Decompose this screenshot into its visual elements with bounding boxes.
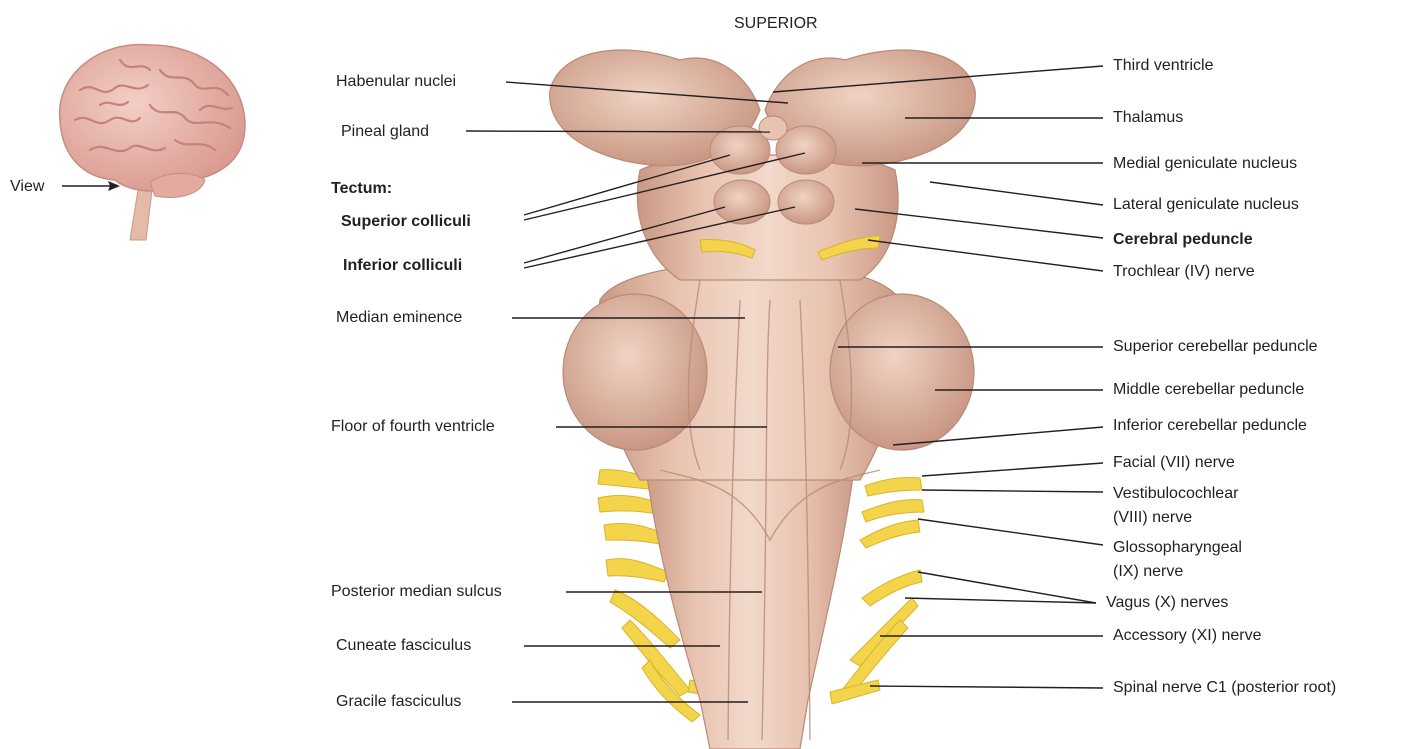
view-label: View: [10, 177, 44, 196]
label-lateral-geniculate: Lateral geniculate nucleus: [1113, 195, 1299, 214]
label-middle-cerebellar-peduncle: Middle cerebellar peduncle: [1113, 380, 1304, 399]
label-habenular-nuclei: Habenular nuclei: [336, 72, 456, 91]
label-medial-geniculate: Medial geniculate nucleus: [1113, 154, 1297, 173]
label-vestibulocochlear-line2: (VIII) nerve: [1113, 508, 1192, 527]
label-vagus-nerves: Vagus (X) nerves: [1106, 593, 1228, 612]
brain-thumbnail-icon: [60, 45, 245, 240]
label-pineal-gland: Pineal gland: [341, 122, 429, 141]
label-floor-fourth-ventricle: Floor of fourth ventricle: [331, 417, 495, 436]
view-arrow-icon: [62, 181, 120, 191]
label-facial-nerve: Facial (VII) nerve: [1113, 453, 1235, 472]
label-spinal-nerve-c1: Spinal nerve C1 (posterior root): [1113, 678, 1336, 697]
label-inferior-colliculi: Inferior colliculi: [343, 256, 462, 275]
label-trochlear-nerve: Trochlear (IV) nerve: [1113, 262, 1255, 281]
brainstem-illustration: [550, 50, 976, 749]
orientation-label: SUPERIOR: [734, 14, 818, 33]
label-gracile-fasciculus: Gracile fasciculus: [336, 692, 461, 711]
label-third-ventricle: Third ventricle: [1113, 56, 1213, 75]
label-superior-colliculi: Superior colliculi: [341, 212, 471, 231]
label-thalamus: Thalamus: [1113, 108, 1183, 127]
label-tectum: Tectum:: [331, 179, 392, 198]
label-glossopharyngeal-line2: (IX) nerve: [1113, 562, 1183, 581]
label-median-eminence: Median eminence: [336, 308, 462, 327]
label-posterior-median-sulcus: Posterior median sulcus: [331, 582, 502, 601]
label-cerebral-peduncle: Cerebral peduncle: [1113, 230, 1253, 249]
label-accessory-nerve: Accessory (XI) nerve: [1113, 626, 1261, 645]
label-cuneate-fasciculus: Cuneate fasciculus: [336, 636, 471, 655]
label-vestibulocochlear-line1: Vestibulocochlear: [1113, 484, 1238, 503]
label-glossopharyngeal-line1: Glossopharyngeal: [1113, 538, 1242, 557]
label-superior-cerebellar-peduncle: Superior cerebellar peduncle: [1113, 337, 1318, 356]
label-inferior-cerebellar-peduncle: Inferior cerebellar peduncle: [1113, 416, 1307, 435]
